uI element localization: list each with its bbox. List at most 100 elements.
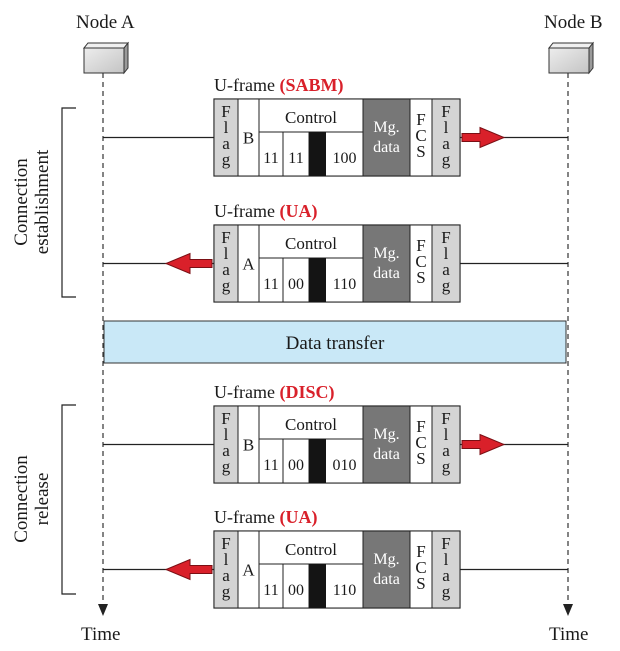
fcs-letter: S	[416, 449, 425, 468]
node-b-label: Node B	[544, 12, 603, 33]
release-label-line1: Connection	[11, 455, 32, 543]
node-a-box	[82, 41, 130, 75]
frame-prefix: U-frame	[214, 382, 279, 402]
establishment-bracket: Connection establishment	[11, 107, 76, 298]
fcs-letter: F	[416, 542, 425, 561]
node-b: Node B	[544, 12, 603, 75]
flag-left-letter: l	[224, 425, 229, 444]
timeline-a	[98, 73, 108, 616]
flag-left-letter: g	[222, 150, 231, 169]
direction-arrow	[461, 433, 506, 456]
fcs-letter: F	[416, 110, 425, 129]
control-bits-3: 110	[333, 276, 356, 293]
mg-data-field	[362, 530, 411, 609]
node-a: Node A	[76, 12, 135, 75]
pf-bit-block	[309, 564, 326, 608]
frame-prefix: U-frame	[214, 507, 279, 527]
control-bits-3: 110	[333, 582, 356, 599]
mg-data-field	[362, 98, 411, 177]
flag-right-letter: a	[442, 134, 450, 153]
flag-left	[213, 405, 239, 484]
frame-type: (UA)	[279, 507, 317, 528]
frame-label: U-frame (UA)	[214, 201, 317, 222]
fcs-letter: S	[416, 268, 425, 287]
release-bracket: Connection release	[11, 404, 76, 595]
mg-label: Mg.	[373, 426, 399, 443]
flag-right-letter: g	[442, 457, 451, 476]
fcs-letter: S	[416, 142, 425, 161]
flag-left-letter: F	[221, 409, 230, 428]
data-transfer-label: Data transfer	[286, 333, 385, 354]
flag-right-letter: l	[444, 550, 449, 569]
fcs-letter: C	[415, 558, 426, 577]
flag-left-letter: l	[224, 244, 229, 263]
control-label: Control	[285, 234, 337, 253]
direction-arrow	[164, 252, 213, 275]
control-bits-1: 11	[263, 276, 278, 293]
frame-label: U-frame (UA)	[214, 507, 317, 528]
mg-data-field	[362, 405, 411, 484]
control-bits-2: 00	[288, 276, 304, 293]
flag-left-letter: F	[221, 534, 230, 553]
flag-left-letter: l	[224, 118, 229, 137]
flag-right-letter: l	[444, 244, 449, 263]
flag-left-letter: l	[224, 550, 229, 569]
control-bits-3: 100	[333, 150, 357, 167]
control-bits-2: 00	[288, 457, 304, 474]
timeline-a-arrowhead	[98, 604, 108, 616]
node-a-label: Node A	[76, 12, 135, 33]
fcs-letter: C	[415, 126, 426, 145]
flag-right-letter: F	[441, 409, 450, 428]
fcs-letter: S	[416, 574, 425, 593]
mg-label: Mg.	[373, 119, 399, 136]
flag-right	[431, 224, 461, 303]
flag-left-letter: a	[222, 441, 230, 460]
control-bits-1: 11	[263, 457, 278, 474]
flag-right-letter: l	[444, 118, 449, 137]
address-value: B	[243, 129, 254, 148]
control-bits-1: 11	[263, 582, 278, 599]
frame-label: U-frame (DISC)	[214, 382, 334, 403]
mg-label: data	[373, 446, 400, 463]
address-value: A	[242, 561, 255, 580]
control-bits-1: 11	[263, 150, 278, 167]
flag-right-letter: F	[441, 534, 450, 553]
flag-right-letter: l	[444, 425, 449, 444]
mg-label: data	[373, 265, 400, 282]
mg-label: Mg.	[373, 245, 399, 262]
mg-label: data	[373, 139, 400, 156]
flag-right	[431, 98, 461, 177]
establishment-label-line1: Connection	[11, 158, 32, 246]
frame-label: U-frame (SABM)	[214, 75, 343, 96]
frame-prefix: U-frame	[214, 201, 279, 221]
address-value: B	[243, 436, 254, 455]
control-bits-2: 00	[288, 582, 304, 599]
fcs-letter: F	[416, 236, 425, 255]
flag-right-letter: g	[442, 150, 451, 169]
frame-type: (SABM)	[279, 75, 343, 96]
timeline-b	[563, 73, 573, 616]
control-label: Control	[285, 108, 337, 127]
flag-right	[431, 405, 461, 484]
fcs-letter: C	[415, 433, 426, 452]
flag-right-letter: a	[442, 260, 450, 279]
control-label: Control	[285, 415, 337, 434]
direction-arrow	[461, 126, 506, 149]
fcs-letter: C	[415, 252, 426, 271]
flag-left-letter: g	[222, 457, 231, 476]
flag-left-letter: g	[222, 582, 231, 601]
pf-bit-block	[309, 132, 326, 176]
timeline-b-arrowhead	[563, 604, 573, 616]
node-b-box	[547, 41, 595, 75]
flag-right	[431, 530, 461, 609]
flag-right-letter: F	[441, 102, 450, 121]
flag-left-letter: F	[221, 102, 230, 121]
time-label-a: Time	[81, 624, 120, 645]
flag-right-letter: a	[442, 566, 450, 585]
control-bits-2: 11	[288, 150, 303, 167]
direction-arrow	[164, 558, 213, 581]
